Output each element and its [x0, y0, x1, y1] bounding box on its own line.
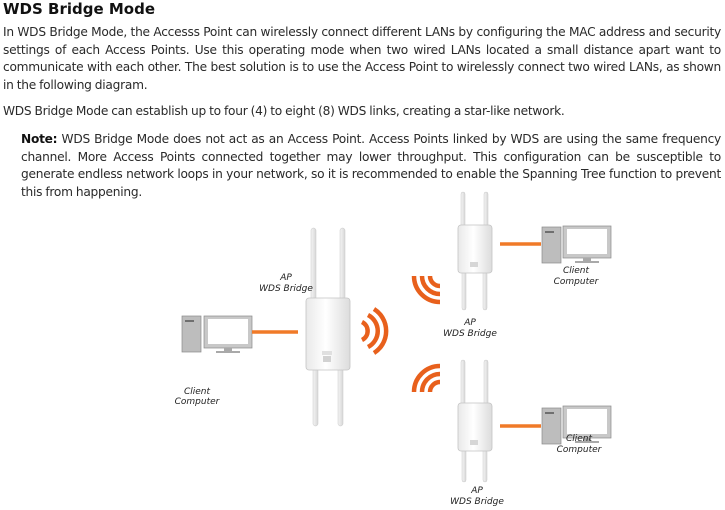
- top-client-label: Client: [563, 266, 590, 276]
- center-access-point: [305, 227, 351, 427]
- note-label: Note:: [21, 132, 58, 146]
- note-text: WDS Bridge Mode does not act as an Acces…: [21, 132, 722, 199]
- left-client-computer: [181, 315, 253, 353]
- intro-paragraph: In WDS Bridge Mode, the Accesss Point ca…: [3, 25, 721, 92]
- center-ap-sublabel: WDS Bridge: [259, 284, 313, 294]
- top-client-sublabel: Computer: [554, 277, 600, 287]
- bottom-ap-sublabel: WDS Bridge: [450, 497, 504, 507]
- top-ap-sublabel: WDS Bridge: [443, 329, 497, 339]
- top-ap-label: AP: [463, 318, 476, 328]
- top-signal-icon: [411, 275, 441, 305]
- bottom-signal-icon: [411, 363, 441, 393]
- bottom-client-computer: [541, 405, 612, 445]
- note-block: Note: WDS Bridge Mode does not act as an…: [21, 131, 721, 201]
- bottom-client-sublabel: Computer: [557, 445, 603, 455]
- bottom-ap-label: AP: [470, 486, 483, 496]
- bottom-client-label: Client: [566, 434, 593, 444]
- bottom-access-point: [457, 359, 493, 483]
- top-access-point: [457, 191, 493, 311]
- wds-links-paragraph: WDS Bridge Mode can establish up to four…: [3, 104, 565, 118]
- center-ap-label: AP: [279, 273, 292, 283]
- section-title: WDS Bridge Mode: [3, 0, 156, 18]
- center-signal-icon: [360, 307, 389, 355]
- top-client-computer: [541, 225, 612, 264]
- left-client-sublabel: Computer: [175, 397, 221, 407]
- left-client-label: Client: [184, 387, 211, 397]
